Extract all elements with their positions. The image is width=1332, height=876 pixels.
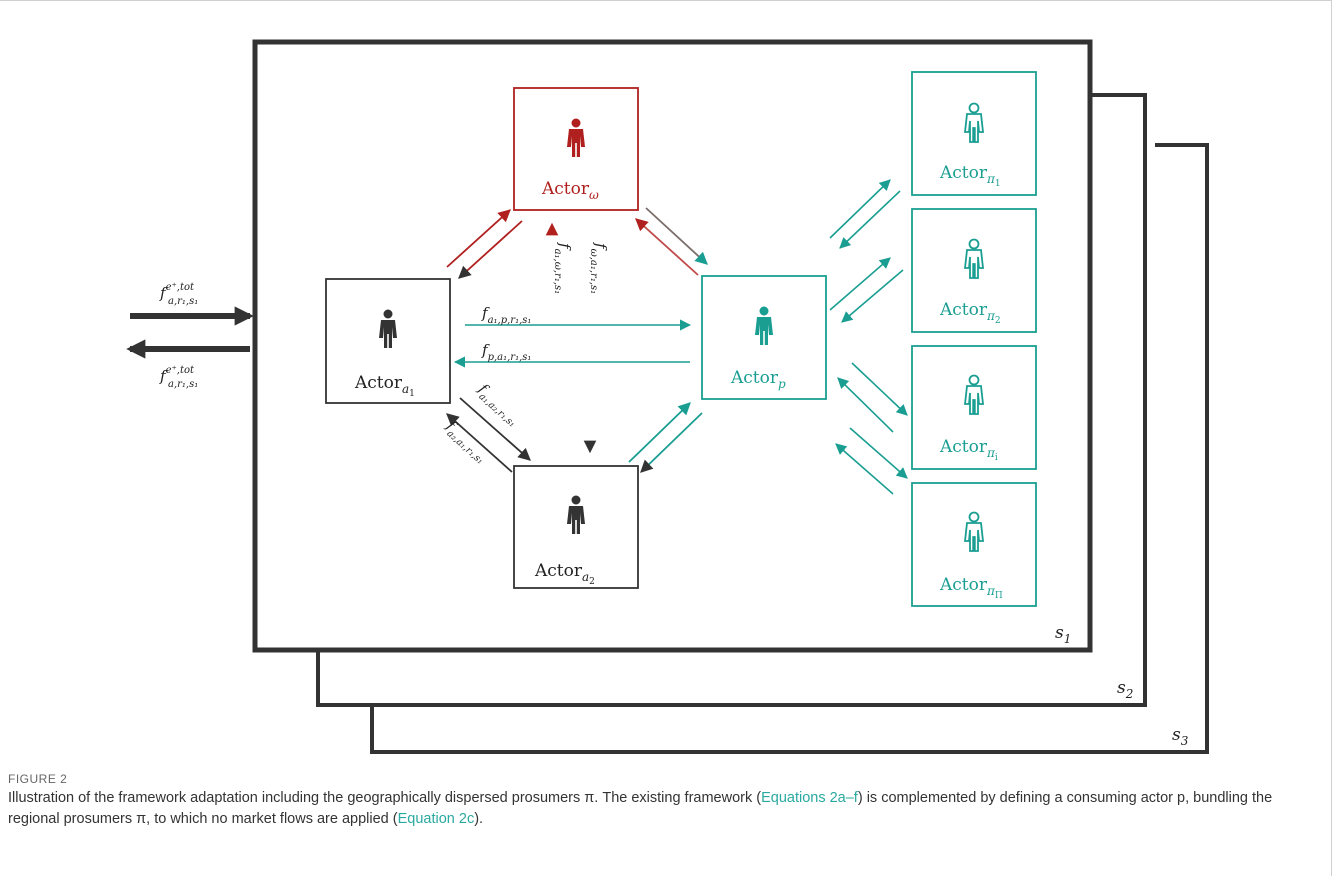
flow-label-p-to-a1: fp,a₁,r₁,s₁: [481, 341, 531, 363]
caption-text: Illustration of the framework adaptation…: [8, 790, 1273, 827]
actor-p-label: Actorp: [730, 368, 786, 391]
scenario-label-s2: s2: [1117, 678, 1133, 701]
flow-arrow-p-to-pi2: [829, 257, 891, 311]
flow-arrow-pi2-to-p: [841, 269, 904, 323]
flow-arrow-pi1-to-p: [839, 190, 901, 249]
flow-label-omega-to-a1: fω,a₁,r₁,s₁: [588, 242, 610, 294]
actor-pi1-label: Actorπ1: [939, 163, 1001, 189]
flow-arrow-p-to-a2: [640, 412, 703, 473]
flow-label-a1-to-omega: fa₁,ω,r₁,s₁: [552, 242, 574, 294]
actor-a2-box: [513, 465, 639, 589]
flow-arrow-p-to-piPi: [849, 427, 908, 479]
flow-arrow-p-to-pii: [851, 362, 908, 416]
actor-pii-label: Actorπi: [939, 437, 998, 463]
flow-arrow-omega-to-p: [645, 207, 708, 265]
flow-arrow-a1-to-a2: [459, 397, 531, 461]
actor-omega-box: [513, 87, 639, 211]
equations-link[interactable]: Equations 2a–f: [761, 790, 858, 806]
flow-arrow-piPi-to-p: [835, 443, 894, 495]
scenario-frame-s3: [370, 143, 1209, 754]
flow-arrow-a2-to-p: [628, 402, 691, 463]
flow-arrow-omega-to-a1: [458, 220, 523, 279]
scenario-label-s1: s1: [1055, 623, 1071, 646]
actor-omega-label: Actorω: [541, 179, 599, 202]
flow-label-a1-to-p: fa₁,p,r₁,s₁: [481, 304, 531, 326]
actor-pi2-label: Actorπ2: [939, 300, 1001, 326]
flow-arrow-p-to-omega: [635, 218, 699, 276]
scenario-label-s3: s3: [1172, 725, 1189, 748]
actor-piPi-label: ActorπΠ: [939, 575, 1003, 601]
equation-2c-link[interactable]: Equation 2c: [397, 811, 475, 827]
actor-a1-box: [325, 278, 451, 404]
scenario-frame-s2: [316, 93, 1147, 707]
actor-a2-label: Actora2: [534, 561, 595, 587]
flow-arrow-a2-to-a1: [446, 413, 513, 473]
figure-caption: FIGURE 2 Illustration of the framework a…: [8, 772, 1308, 830]
flow-arrow-p-to-pi1: [829, 179, 891, 239]
flow-arrow-a1-to-omega: [446, 209, 511, 268]
actor-a1-label: Actora1: [354, 373, 415, 399]
figure-label: FIGURE 2: [8, 772, 68, 786]
actor-p-box: [701, 275, 827, 400]
flow-arrow-pii-to-p: [837, 377, 894, 433]
